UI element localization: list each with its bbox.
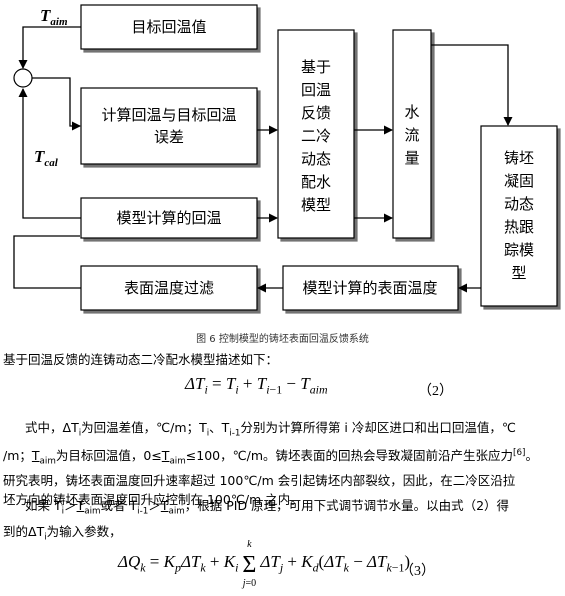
- paragraph-2-line-1: 如果 Ti＞Taim或者 Ti-1＞Taim，根据 PID 原理，可用下式调节调…: [25, 498, 510, 517]
- box-control-model-line: 模型: [301, 196, 331, 214]
- box-tracking-model-line: 型: [511, 264, 526, 282]
- equation-3-number: （3）: [400, 564, 435, 579]
- figure-caption: 图 6 控制模型的铸坯表面回温反馈系统: [196, 334, 369, 345]
- box-error-text-2: 误差: [154, 128, 184, 146]
- equation-2-number: （2）: [418, 384, 453, 399]
- paragraph-1-line-1: 式中，ΔTi为回温差值，℃/m；Ti、Ti-1分别为计算所得第 i 冷却区进口和…: [25, 420, 516, 439]
- box-model-return-text: 模型计算的回温: [116, 209, 221, 227]
- paragraph-1-line-2: /m；Taim为目标回温值，0≤Taim≤100，℃/m。铸坯表面的回热会导致凝…: [3, 447, 538, 467]
- box-water-flow: [392, 29, 432, 239]
- box-tracking-model-line: 铸坯: [504, 149, 534, 167]
- box-tracking-model-line: 动态: [504, 195, 534, 213]
- paragraph-2: 如果 Ti＞Taim或者 Ti-1＞Taim，根据 PID 原理，可用下式调节调…: [3, 496, 561, 547]
- box-filter-text: 表面温度过滤: [124, 279, 214, 297]
- summing-junction: [13, 68, 33, 88]
- box-control-model-line: 回温: [301, 81, 331, 99]
- equation-2: ΔTi = Ti + Ti−1 − Taim: [185, 374, 328, 397]
- box-tracking-model-line: 凝固: [504, 172, 534, 190]
- box-filter: [80, 265, 258, 311]
- box-control-model-line: 二冷: [301, 127, 331, 145]
- box-target-return: [80, 4, 258, 50]
- paragraph-1-line-4: 坯方向的铸坯表面温度回升应控制在 100℃/m 之内。: [3, 492, 303, 508]
- t-cal-label: Tcal: [34, 147, 59, 169]
- box-water-flow-line: 流: [404, 126, 419, 144]
- box-control-model-line: 反馈: [301, 104, 331, 122]
- paragraph-1-line-3: 研究表明，铸坯表面温度回升速率超过 100℃/m 会引起铸坯内部裂纹，因此，在二…: [3, 473, 516, 489]
- box-water-flow-line: 水: [404, 103, 419, 121]
- box-control-model-line: 基于: [301, 58, 331, 76]
- intro-text: 基于回温反馈的连铸动态二冷配水模型描述如下：: [3, 352, 279, 367]
- box-control-model-line: 配水: [301, 173, 331, 191]
- paragraph-2-line-2: 到的ΔTi为输入参数，: [3, 523, 122, 543]
- t-aim-label: Taim: [40, 6, 68, 28]
- box-target-text: 目标回温值: [131, 18, 206, 36]
- box-control-model: [277, 29, 355, 239]
- feedback-system-diagram: Taim Tcal 目标回温值 计算回温与目标回温 误差 模型计算的回温 表面温…: [13, 4, 558, 311]
- box-control-model-line: 动态: [301, 150, 331, 168]
- box-surface-temp-text: 模型计算的表面温度: [302, 279, 437, 297]
- box-tracking-model-line: 踪模: [504, 241, 534, 259]
- box-error-text-1: 计算回温与目标回温: [101, 106, 236, 124]
- box-model-return: [80, 197, 258, 239]
- box-tracking-model: [480, 125, 558, 307]
- box-water-flow-text: 水流量: [404, 103, 419, 167]
- box-water-flow-line: 量: [404, 149, 419, 167]
- connector-lines: [13, 26, 513, 293]
- box-error: [80, 87, 258, 165]
- paragraph-1: 式中，ΔTi为回温差值，℃/m；Ti、Ti-1分别为计算所得第 i 冷却区进口和…: [3, 418, 561, 509]
- box-tracking-model-line: 热跟: [504, 218, 534, 236]
